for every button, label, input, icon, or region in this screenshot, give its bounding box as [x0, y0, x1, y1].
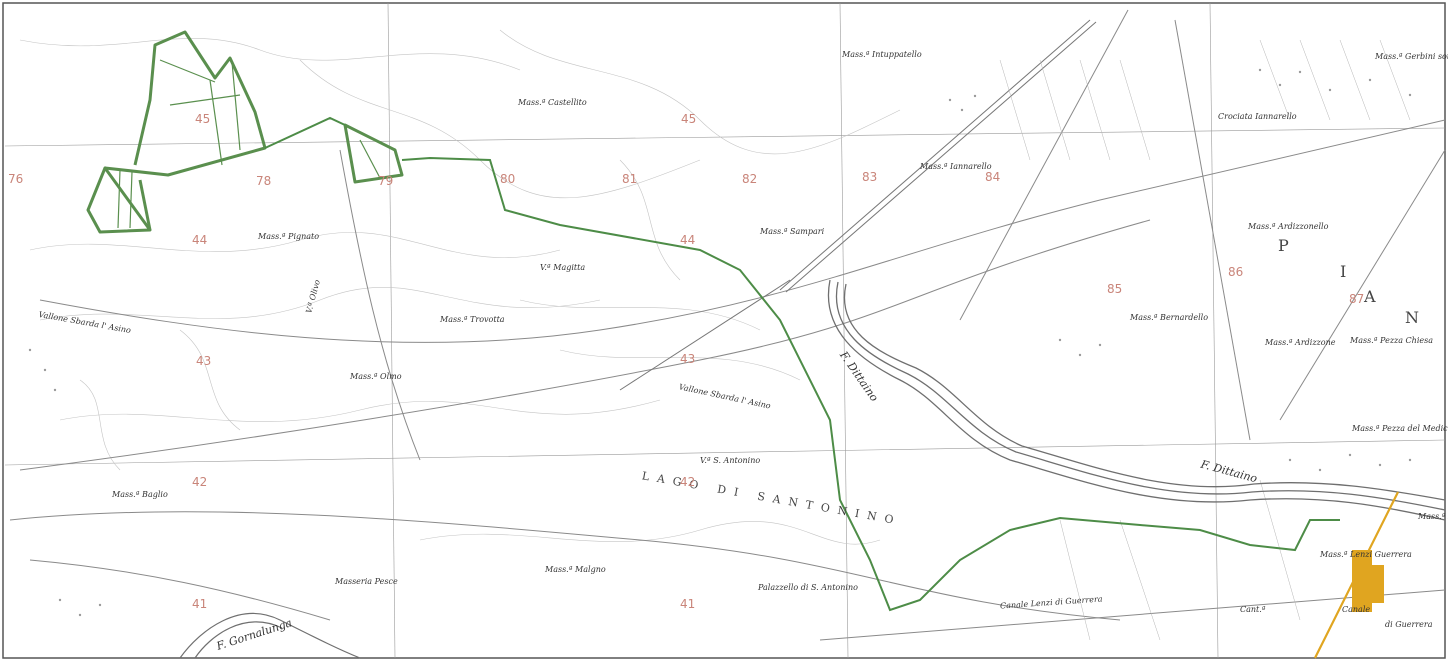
- cable-route: [264, 116, 1340, 612]
- river-dittaino: [827, 279, 1446, 521]
- label-mass-sampari: Mass.ª Sampari: [760, 227, 825, 236]
- grid-num-81: 81: [622, 172, 638, 186]
- label-mass-pezza-chiesa: Mass.ª Pezza Chiesa: [1350, 336, 1433, 345]
- grid-num-45b: 45: [681, 112, 697, 126]
- river-gornalunga: [179, 612, 361, 659]
- label-mass-me: Mass.ª Me: [1418, 512, 1448, 521]
- label-va-magitta: V.ª Magitta: [540, 263, 586, 272]
- label-area-a: A: [1364, 287, 1377, 306]
- grid-num-79: 79: [378, 174, 394, 188]
- label-mass-baglio: Mass.ª Baglio: [112, 490, 168, 499]
- grid-num-41b: 41: [680, 597, 696, 611]
- site-boundary: [86, 30, 404, 234]
- label-mass-iannarello: Mass.ª Iannarello: [920, 162, 992, 171]
- site-inner-lines: [117, 59, 381, 229]
- grid-num-78: 78: [256, 174, 272, 188]
- grid-num-80: 80: [500, 172, 516, 186]
- vegetation-dots: [28, 68, 1412, 617]
- grid-num-85: 85: [1107, 282, 1123, 296]
- grid-num-86: 86: [1228, 265, 1244, 279]
- label-mass-olmo: Mass.ª Olmo: [350, 372, 402, 381]
- grid-num-43b: 43: [680, 352, 696, 366]
- coordinate-grid: [4, 2, 1446, 659]
- grid-num-84: 84: [985, 170, 1001, 184]
- grid-num-44a: 44: [192, 233, 208, 247]
- grid-num-45a: 45: [195, 112, 211, 126]
- label-crociata-iannarello: Crociata Iannarello: [1218, 112, 1297, 121]
- label-canale: Canale: [1342, 605, 1371, 614]
- contour-lines: [19, 29, 901, 545]
- label-area-n: N: [1405, 308, 1420, 327]
- grid-num-41a: 41: [192, 597, 208, 611]
- grid-num-82: 82: [742, 172, 758, 186]
- grid-num-44b: 44: [680, 233, 696, 247]
- grid-num-42a: 42: [192, 475, 208, 489]
- label-mass-gerbini-sottana: Mass.ª Gerbini sottana: [1375, 52, 1448, 61]
- label-di-guerrera: di Guerrera: [1385, 620, 1433, 629]
- label-mass-pezza-medico: Mass.ª Pezza del Medico: [1352, 424, 1448, 433]
- label-area-p: P: [1278, 236, 1290, 255]
- grid-num-83: 83: [862, 170, 878, 184]
- substation: [1314, 491, 1399, 659]
- label-masseria-pesce: Masseria Pesce: [335, 577, 398, 586]
- label-area-i: I: [1340, 262, 1348, 281]
- label-mass-ardizzonello: Mass.ª Ardizzonello: [1248, 222, 1329, 231]
- label-mass-trovotta: Mass.ª Trovotta: [440, 315, 505, 324]
- label-cant: Cant.ª: [1240, 605, 1266, 614]
- label-mass-malgno: Mass.ª Malgno: [545, 565, 606, 574]
- field-hatching: [999, 39, 1411, 641]
- roads: [9, 9, 1446, 641]
- label-mass-pignato: Mass.ª Pignato: [258, 232, 320, 241]
- grid-num-87: 87: [1349, 292, 1365, 306]
- label-mass-intuppatello: Mass.ª Intuppatello: [842, 50, 922, 59]
- label-mass-castellito: Mass.ª Castellito: [518, 98, 587, 107]
- label-va-s-antonino: V.ª S. Antonino: [700, 456, 761, 465]
- grid-num-76: 76: [8, 172, 24, 186]
- label-mass-lenzi-guerrera: Mass.ª Lenzi Guerrera: [1320, 550, 1412, 559]
- grid-num-42b: 42: [680, 475, 696, 489]
- grid-num-43a: 43: [196, 354, 212, 368]
- label-palazzello: Palazzello di S. Antonino: [758, 583, 858, 592]
- label-mass-ardizzone: Mass.ª Ardizzone: [1265, 338, 1336, 347]
- label-mass-bernardello: Mass.ª Bernardello: [1130, 313, 1209, 322]
